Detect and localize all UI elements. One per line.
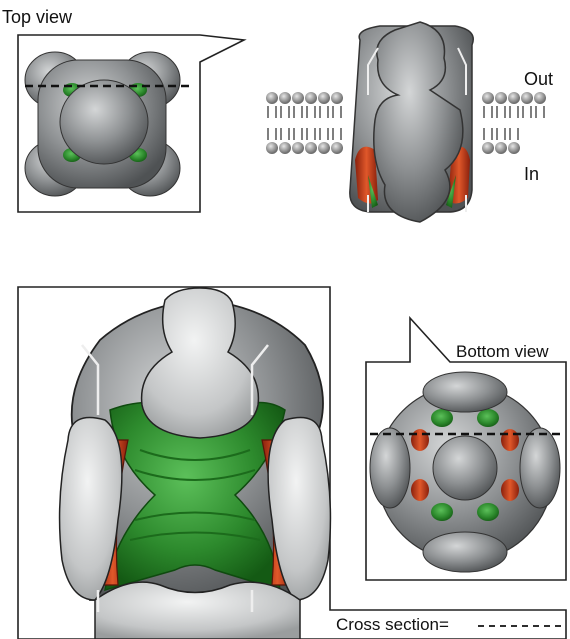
in-label: In (524, 165, 539, 183)
out-label: Out (524, 70, 553, 88)
top-view-label: Top view (2, 8, 72, 26)
top-view-panel (18, 35, 244, 212)
bottom-view-label: Bottom view (456, 343, 549, 360)
top-view-protein (25, 52, 180, 196)
lipid-bilayer-right (482, 92, 546, 154)
membrane-side-view (266, 22, 546, 222)
lipid-bilayer-left (266, 92, 343, 154)
cross-section-label: Cross section= (336, 616, 449, 633)
side-view-protein (350, 22, 473, 222)
